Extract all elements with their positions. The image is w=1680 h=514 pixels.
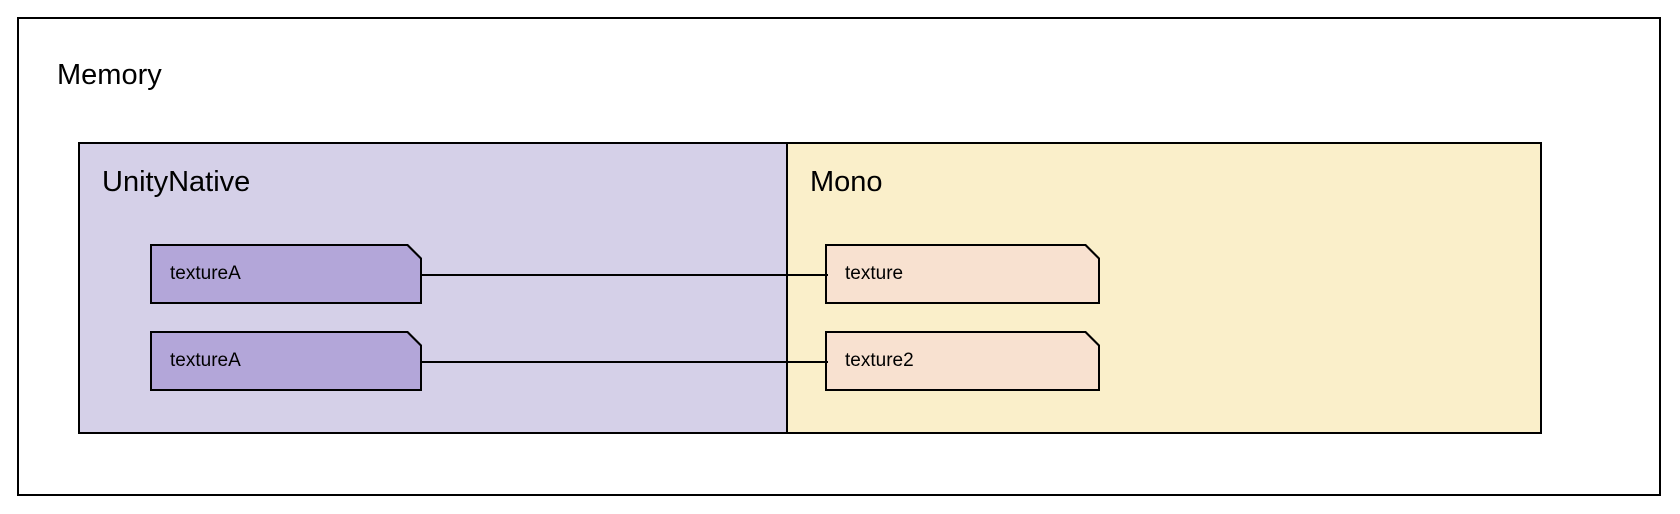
object-box-label: texture xyxy=(845,263,904,284)
region-unitynative-label: UnityNative xyxy=(102,166,251,198)
object-box-texture2[interactable]: texture2 xyxy=(825,331,1100,391)
object-box-texturea-2[interactable]: textureA xyxy=(150,331,422,391)
connector-texturea-to-texture2 xyxy=(422,361,828,363)
page-title: Memory xyxy=(57,59,162,91)
region-unitynative: UnityNative textureA textureA xyxy=(80,144,788,432)
object-box-fill xyxy=(827,333,1098,389)
object-box-label: texture2 xyxy=(845,350,914,371)
object-box-texture[interactable]: texture xyxy=(825,244,1100,304)
connector-texturea-to-texture xyxy=(422,274,828,276)
object-box-fill xyxy=(152,246,420,302)
object-box-fill xyxy=(827,246,1098,302)
object-box-texturea-1[interactable]: textureA xyxy=(150,244,422,304)
region-mono: Mono texture texture2 xyxy=(788,144,1540,432)
memory-frame: Memory UnityNative textureA textureA Mo xyxy=(17,17,1661,496)
memory-regions-container: UnityNative textureA textureA Mono xyxy=(78,142,1542,434)
object-box-label: textureA xyxy=(170,263,241,284)
object-box-label: textureA xyxy=(170,350,241,371)
object-box-fill xyxy=(152,333,420,389)
region-mono-label: Mono xyxy=(810,166,883,198)
